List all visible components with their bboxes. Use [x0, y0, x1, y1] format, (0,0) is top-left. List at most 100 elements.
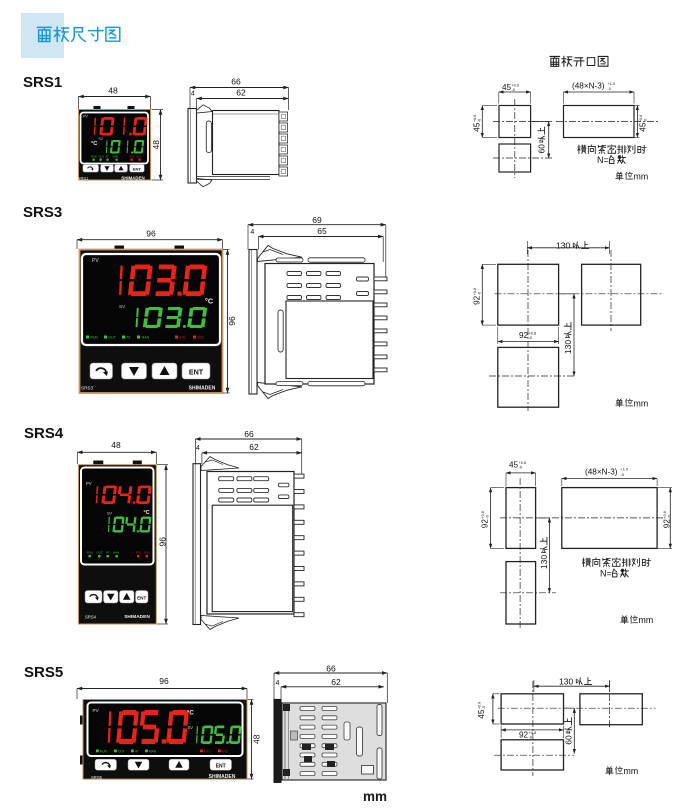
svg-text:+0.8: +0.8 — [478, 702, 482, 709]
svg-text:SHIMADEN: SHIMADEN — [189, 386, 216, 392]
svg-text:PV: PV — [93, 708, 100, 713]
svg-text:mm: mm — [624, 766, 639, 776]
svg-text:AT: AT — [106, 551, 110, 555]
svg-text:MAN: MAN — [149, 749, 157, 753]
svg-text:ENT: ENT — [216, 763, 226, 769]
svg-text:MAN: MAN — [142, 336, 150, 340]
svg-text:EV1: EV1 — [180, 336, 187, 340]
svg-text:SRS5: SRS5 — [91, 775, 103, 780]
svg-text:SRS1: SRS1 — [23, 74, 62, 91]
svg-text:130: 130 — [559, 677, 573, 687]
svg-text:+0.8: +0.8 — [481, 511, 485, 518]
svg-text:+1.0: +1.0 — [608, 81, 617, 86]
svg-text:SRS4: SRS4 — [24, 425, 64, 442]
svg-text:mm: mm — [634, 398, 649, 408]
svg-text:+0.8: +0.8 — [473, 288, 477, 295]
svg-text:MAN: MAN — [113, 154, 119, 158]
svg-text:EV1: EV1 — [204, 749, 210, 753]
svg-text:AT: AT — [106, 154, 110, 158]
svg-text:62: 62 — [331, 677, 341, 687]
svg-text:+0.6: +0.6 — [639, 115, 643, 122]
svg-text:4: 4 — [196, 445, 200, 452]
svg-text:OUT: OUT — [99, 154, 105, 158]
svg-text:-0: -0 — [519, 465, 522, 469]
svg-text:+0.8: +0.8 — [529, 332, 536, 336]
svg-text:°C: °C — [187, 711, 194, 717]
svg-text:AT: AT — [135, 749, 139, 753]
svg-text:-0: -0 — [485, 515, 489, 518]
svg-text:-0: -0 — [529, 735, 532, 739]
svg-text:+0.8: +0.8 — [529, 731, 536, 735]
svg-text:65: 65 — [317, 226, 327, 236]
svg-text:45: 45 — [477, 709, 486, 719]
svg-text:4: 4 — [250, 229, 254, 236]
svg-text:PV: PV — [92, 258, 99, 264]
svg-text:EV1: EV1 — [130, 154, 135, 158]
svg-text:+0.6: +0.6 — [519, 461, 526, 465]
svg-text:66: 66 — [326, 664, 336, 674]
svg-text:-0: -0 — [529, 336, 532, 340]
svg-text:69: 69 — [312, 215, 322, 225]
svg-text:130: 130 — [539, 555, 549, 569]
svg-text:4: 4 — [191, 91, 195, 98]
svg-text:4: 4 — [276, 680, 280, 687]
svg-text:°C: °C — [144, 510, 150, 516]
svg-text:48: 48 — [111, 440, 121, 450]
svg-text:92: 92 — [663, 519, 672, 529]
svg-text:mm: mm — [639, 615, 654, 625]
svg-text:SHIMADEN: SHIMADEN — [121, 175, 144, 180]
svg-text:48: 48 — [151, 140, 161, 150]
svg-text:-0: -0 — [621, 472, 625, 477]
svg-text:SRS5: SRS5 — [24, 664, 63, 681]
svg-text:92: 92 — [519, 331, 529, 340]
svg-text:SRS3: SRS3 — [23, 204, 62, 221]
svg-text:66: 66 — [244, 429, 254, 439]
svg-text:62: 62 — [236, 88, 246, 98]
svg-text:48: 48 — [108, 86, 118, 96]
svg-text:SV: SV — [188, 725, 194, 730]
svg-text:130: 130 — [556, 241, 570, 251]
svg-text:45: 45 — [502, 83, 512, 92]
svg-text:SHIMADEN: SHIMADEN — [209, 774, 236, 780]
svg-text:EV2: EV2 — [198, 336, 205, 340]
svg-text:°C: °C — [91, 141, 97, 147]
svg-text:92: 92 — [473, 295, 482, 305]
svg-text:ENT: ENT — [189, 368, 204, 377]
svg-text:60: 60 — [537, 144, 546, 154]
svg-text:RUN: RUN — [91, 154, 97, 158]
svg-text:MAN: MAN — [113, 551, 119, 555]
svg-text:mm: mm — [363, 789, 387, 804]
svg-text:-0: -0 — [643, 119, 647, 122]
svg-text:ENT: ENT — [137, 595, 146, 600]
svg-text:SV: SV — [107, 512, 113, 516]
svg-text:-0: -0 — [608, 86, 612, 91]
svg-text:SHIMADEN: SHIMADEN — [124, 614, 150, 620]
svg-text:45: 45 — [473, 122, 482, 132]
svg-text:EV2: EV2 — [222, 749, 228, 753]
svg-text:-0: -0 — [477, 119, 481, 122]
svg-text:OUT: OUT — [118, 749, 125, 753]
svg-text:92: 92 — [481, 519, 490, 529]
svg-text:130: 130 — [563, 340, 573, 354]
svg-text:-0: -0 — [482, 706, 486, 709]
svg-text:-0: -0 — [512, 88, 515, 92]
svg-text:60: 60 — [564, 735, 574, 745]
svg-text:-0: -0 — [477, 292, 481, 295]
svg-text:mm: mm — [634, 172, 649, 182]
svg-text:66: 66 — [231, 77, 241, 87]
svg-text:RUN: RUN — [87, 551, 93, 555]
svg-text:62: 62 — [249, 442, 259, 452]
svg-text:SRS4: SRS4 — [85, 615, 97, 620]
svg-text:N=: N= — [600, 569, 612, 579]
svg-text:45: 45 — [509, 461, 519, 470]
svg-text:45: 45 — [639, 122, 648, 132]
svg-text:RUN: RUN — [91, 336, 99, 340]
svg-text:AT: AT — [127, 336, 131, 340]
svg-text:N=: N= — [597, 155, 609, 165]
svg-text:SV: SV — [99, 137, 104, 141]
svg-text:+0.6: +0.6 — [512, 84, 519, 88]
svg-text:(48×N-3): (48×N-3) — [585, 468, 618, 477]
svg-text:SRS3: SRS3 — [81, 386, 93, 391]
svg-text:RUN: RUN — [100, 749, 108, 753]
svg-text:SV: SV — [119, 304, 126, 309]
